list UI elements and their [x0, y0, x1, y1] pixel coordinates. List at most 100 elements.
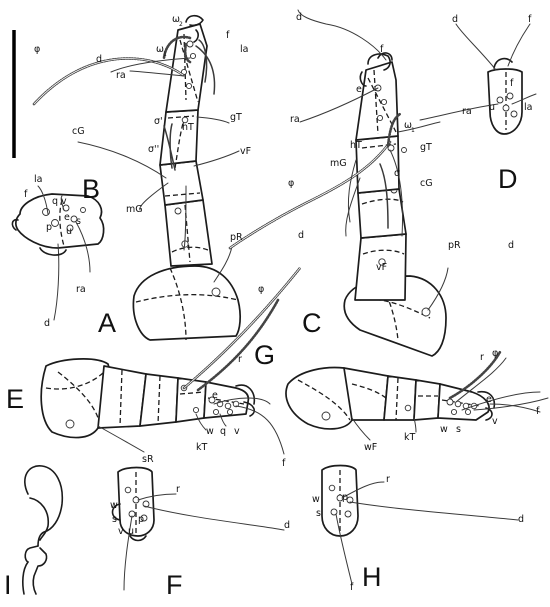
- label-a-pR: pR: [230, 232, 243, 243]
- label-f-p: p: [138, 514, 144, 525]
- label-e-w: w: [206, 426, 214, 437]
- label-a-sigma2: σ'': [148, 144, 159, 155]
- label-c-hT: hT: [350, 140, 362, 151]
- figure-g-femur: [343, 367, 389, 421]
- label-h-p: p: [342, 492, 348, 503]
- label-c-sigma: σ: [394, 168, 400, 179]
- label-c-cG: cG: [420, 178, 433, 189]
- label-a-f: f: [226, 30, 230, 41]
- label-b-e: e: [64, 212, 70, 223]
- label-a-vF: vF: [240, 146, 251, 157]
- label-h-r: r: [386, 474, 390, 485]
- label-b-d: d: [44, 318, 50, 329]
- figure-d-tarsus: [419, 23, 537, 135]
- label-g-v: v: [492, 416, 498, 427]
- figure-a-trochanter: [132, 265, 242, 341]
- label-g-kT: kT: [404, 432, 416, 443]
- label-f-u: u: [128, 526, 134, 537]
- figure-c-leg: [228, 9, 449, 357]
- label-d-ra: ra: [462, 106, 472, 117]
- label-e-sR: sR: [142, 454, 154, 465]
- label-e-r: r: [238, 354, 242, 365]
- label-a-omega1: ω: [156, 44, 164, 55]
- figure-g-tibia: [413, 379, 441, 421]
- figure-e-tarsus: [203, 381, 250, 419]
- figure-a-genu: [159, 160, 204, 206]
- label-e-f: f: [282, 458, 286, 469]
- label-c-phi: φ: [288, 178, 294, 189]
- label-a-omega2-sub: 2: [179, 21, 183, 28]
- label-g-w: w: [440, 424, 448, 435]
- panel-letter-e: E: [6, 384, 24, 414]
- label-g-d: d: [508, 240, 514, 251]
- panel-letter-d: D: [498, 164, 518, 194]
- label-h-s: s: [316, 508, 321, 519]
- figure-a-tibia: [159, 109, 199, 166]
- figure-g-tarsus: [437, 383, 490, 421]
- figure-c-tibia: [355, 135, 400, 194]
- figure-h-tarsus: [321, 464, 519, 585]
- label-b-p: p: [46, 222, 52, 233]
- figure-c-genu: [357, 188, 407, 239]
- label-e-q: q: [220, 426, 226, 437]
- label-d-la: la: [524, 102, 532, 113]
- label-h-w: w: [312, 494, 320, 505]
- label-a-d: d: [96, 54, 102, 65]
- label-h-f: f: [350, 582, 354, 593]
- label-b-ra: ra: [76, 284, 86, 295]
- figure-f-tarsus: [111, 466, 285, 591]
- label-c-pR: pR: [448, 240, 461, 251]
- label-d-f2: f: [510, 78, 514, 89]
- label-layer: A B C D E F G H I φ d ω 2 ω 1 f la ra σ'…: [4, 12, 540, 600]
- label-c-omega1: ω: [404, 120, 412, 131]
- figure-a-leg: [32, 14, 242, 341]
- figure-b-tarsus: [11, 185, 105, 321]
- label-c-gT: gT: [420, 142, 432, 153]
- label-g-phi: φ: [492, 348, 498, 359]
- panel-letter-b: B: [82, 174, 100, 204]
- label-a-phi: φ: [34, 44, 40, 55]
- label-b-qv: q v: [52, 196, 67, 207]
- figure-e-tibia: [175, 377, 207, 423]
- label-a-gT: gT: [230, 112, 242, 123]
- label-b-u: u: [66, 226, 72, 237]
- label-e-e: e: [212, 390, 218, 401]
- label-a-hT: hT: [182, 122, 194, 133]
- label-h-d: d: [518, 514, 524, 525]
- label-b-f: f: [24, 189, 28, 200]
- figure-g-trochanter: [285, 366, 355, 430]
- label-c-vF: vF: [376, 262, 387, 273]
- label-b-s: s: [76, 216, 81, 227]
- label-f-d: d: [284, 520, 290, 531]
- label-e-phi: φ: [258, 284, 264, 295]
- label-c-f: f: [380, 44, 384, 55]
- label-a-cG: cG: [72, 126, 85, 137]
- label-f-v: v: [118, 526, 124, 537]
- label-e-d: d: [298, 230, 304, 241]
- label-g-e: e: [486, 394, 492, 405]
- label-f-w: w: [110, 500, 118, 511]
- panel-letter-g: G: [254, 340, 275, 370]
- figure-i-organ: [22, 465, 64, 595]
- label-a-mG: mG: [126, 204, 143, 215]
- label-f-r: r: [176, 484, 180, 495]
- label-g-f: f: [536, 406, 540, 417]
- panel-letter-f: F: [166, 570, 183, 600]
- label-g-wF: wF: [364, 442, 377, 453]
- figure-a-solenidion-phi: [32, 57, 185, 106]
- panel-letter-i: I: [4, 570, 12, 600]
- panel-letter-a: A: [98, 308, 116, 338]
- label-d-f: f: [528, 14, 532, 25]
- label-c-mG: mG: [330, 158, 347, 169]
- label-f-s: s: [112, 514, 117, 525]
- panel-letter-h: H: [362, 562, 382, 592]
- label-a-ra: ra: [116, 70, 126, 81]
- label-c-d: d: [296, 12, 302, 23]
- label-g-s: s: [456, 424, 461, 435]
- label-e-v: v: [234, 426, 240, 437]
- label-c-e: e: [356, 84, 362, 95]
- panel-letter-c: C: [302, 308, 322, 338]
- label-c-ra: ra: [290, 114, 300, 125]
- label-d-d: d: [452, 14, 458, 25]
- label-a-la: la: [240, 44, 248, 55]
